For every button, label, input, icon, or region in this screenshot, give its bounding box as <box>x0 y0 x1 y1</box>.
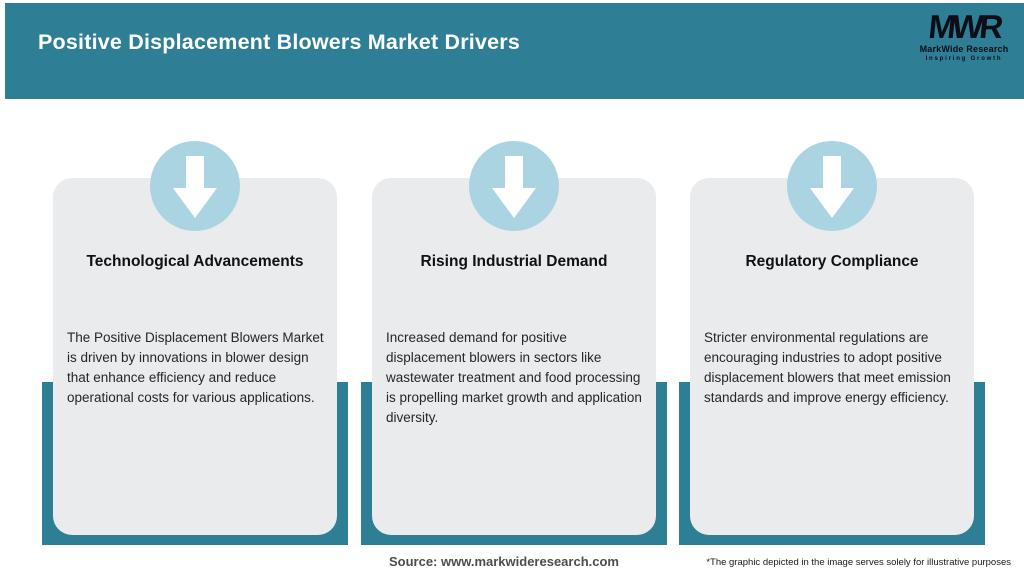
header-band: Positive Displacement Blowers Market Dri… <box>5 3 1024 99</box>
markwide-logo: MWR MarkWide Research Inspiring Growth <box>914 8 1014 62</box>
logo-tagline: Inspiring Growth <box>925 56 1003 62</box>
page-title: Positive Displacement Blowers Market Dri… <box>38 30 520 54</box>
icon-circle <box>787 141 877 231</box>
card-description: Increased demand for positive displaceme… <box>386 330 642 425</box>
driver-card-regulatory-compliance: Regulatory Compliance Stricter environme… <box>690 141 974 535</box>
icon-circle <box>469 141 559 231</box>
disclaimer-note: *The graphic depicted in the image serve… <box>706 557 1011 568</box>
driver-card-rising-industrial-demand: Rising Industrial Demand Increased deman… <box>372 141 656 535</box>
driver-card-technological-advancements: Technological Advancements The Positive … <box>53 141 337 535</box>
logo-acronym: MWR <box>926 8 1002 45</box>
icon-circle <box>150 141 240 231</box>
source-attribution: Source: www.markwideresearch.com <box>388 554 619 569</box>
card-description: Stricter environmental regulations are e… <box>704 330 951 405</box>
arrow-down-icon <box>810 156 854 218</box>
arrow-down-icon <box>492 156 536 218</box>
arrow-down-icon <box>173 156 217 218</box>
card-title: Rising Industrial Demand <box>420 253 608 270</box>
card-title: Technological Advancements <box>86 253 304 270</box>
card-title: Regulatory Compliance <box>745 253 919 270</box>
logo-company-name: MarkWide Research <box>919 44 1009 54</box>
card-description: The Positive Displacement Blowers Market… <box>67 330 324 405</box>
